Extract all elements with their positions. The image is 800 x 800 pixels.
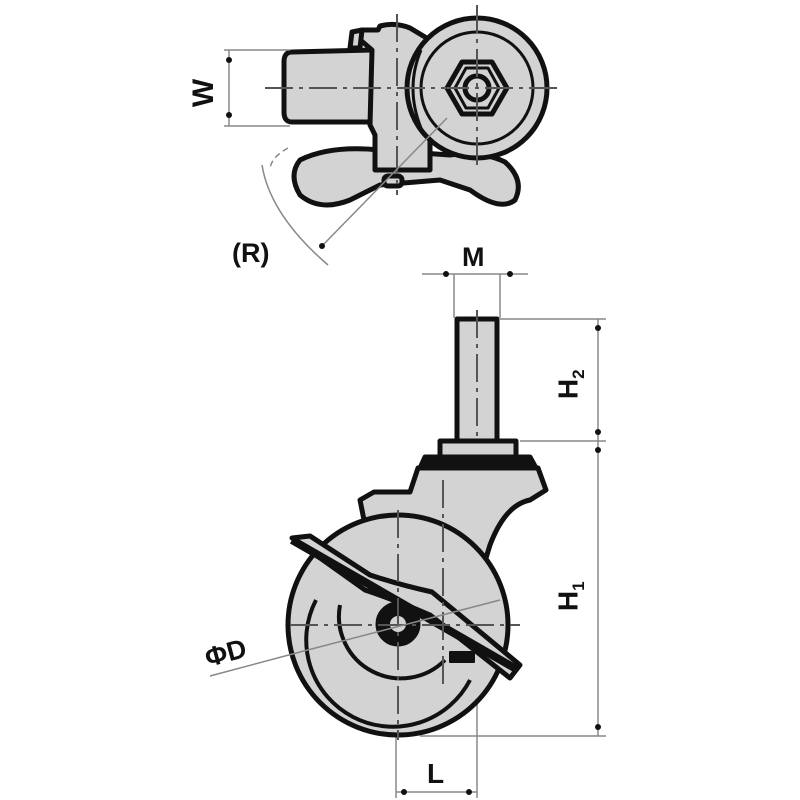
dimension-m bbox=[422, 271, 528, 318]
top-view bbox=[281, 15, 550, 208]
label-w: W bbox=[187, 78, 221, 108]
dimension-h bbox=[420, 318, 606, 737]
label-h1: H1 bbox=[552, 581, 589, 612]
dimension-r bbox=[261, 117, 448, 266]
label-h2-main: H bbox=[552, 378, 584, 400]
stem-housing bbox=[281, 47, 375, 125]
label-h1-sub: 1 bbox=[569, 581, 589, 591]
label-radius: (R) bbox=[232, 238, 270, 268]
label-m: M bbox=[462, 242, 485, 272]
side-view bbox=[285, 316, 549, 738]
label-h2: H2 bbox=[552, 369, 589, 400]
dimension-w bbox=[224, 49, 290, 127]
label-h1-main: H bbox=[552, 590, 584, 612]
label-l: L bbox=[427, 758, 445, 789]
label-h2-sub: 2 bbox=[569, 369, 589, 379]
